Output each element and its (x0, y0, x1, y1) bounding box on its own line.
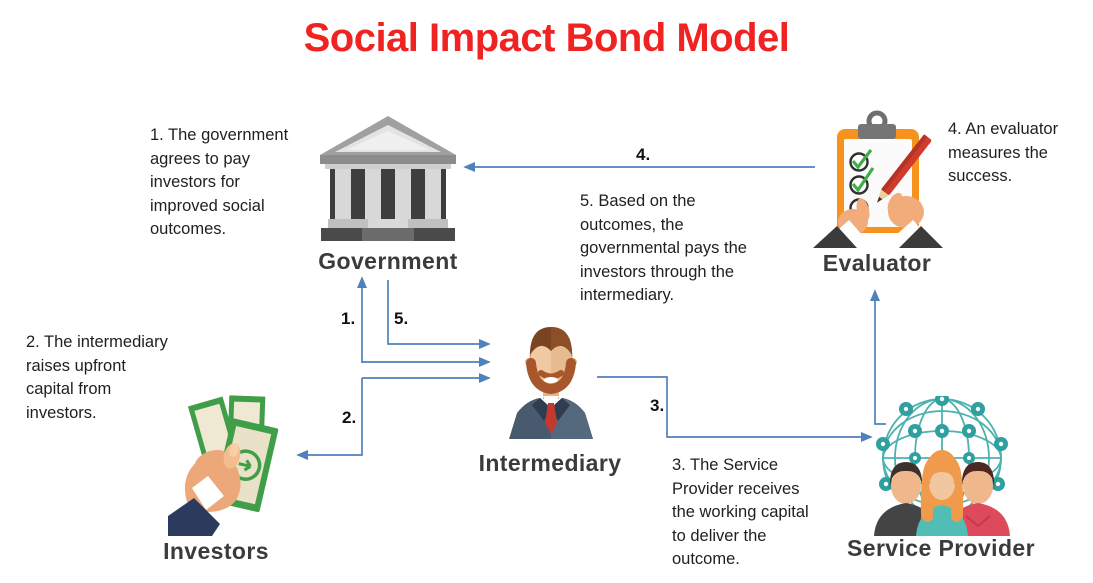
step-5-note: 5. Based on the outcomes, the government… (580, 190, 747, 308)
text-line: outcomes. (150, 220, 227, 238)
text-line: to deliver the (672, 526, 767, 545)
text-line: investors. (26, 403, 97, 422)
step-2-note: 2. The intermediary raises upfront capit… (26, 331, 168, 425)
diagram-title: Social Impact Bond Model (303, 16, 790, 60)
businessman-icon (509, 327, 593, 439)
text-line: measures the (948, 143, 1048, 162)
arrow-3-intermediary-to-service-provider (597, 376, 873, 443)
text-line: 3. The Service (672, 456, 779, 474)
text-line: capital from (26, 380, 112, 398)
text-line: improved social (150, 196, 265, 215)
arrow-label-4: 4. (636, 145, 651, 164)
text-line: 1. The government (150, 126, 289, 144)
text-line: Provider receives (672, 479, 800, 498)
intermediary-label: Intermediary (478, 450, 622, 476)
arrow-label-3: 3. (650, 396, 665, 415)
text-line: intermediary. (580, 286, 675, 304)
evaluator-label: Evaluator (822, 250, 932, 276)
people-network-globe-icon (874, 396, 1010, 536)
text-line: investors through the (580, 262, 735, 281)
text-line: 2. The intermediary (26, 333, 168, 351)
arrow-label-5: 5. (394, 309, 409, 328)
text-line: 4. An evaluator (948, 120, 1059, 138)
clipboard-checklist-icon (813, 110, 943, 248)
step-3-note: 3. The Service Provider receives the wor… (672, 454, 809, 572)
text-line: investors for (150, 173, 240, 191)
text-line: outcome. (672, 550, 740, 568)
text-line: success. (948, 167, 1013, 185)
text-line: agrees to pay (150, 149, 250, 168)
arrow-label-2: 2. (342, 408, 357, 427)
text-line: outcomes, the (580, 215, 684, 234)
text-line: 5. Based on the (580, 192, 696, 210)
arrow-label-1: 1. (341, 309, 356, 328)
bank-building-icon (320, 116, 456, 241)
text-line: the working capital (672, 503, 809, 521)
hand-holding-money-icon (168, 395, 279, 536)
text-line: raises upfront (26, 356, 126, 375)
investors-label: Investors (163, 538, 269, 564)
step-1-note: 1. The government agrees to pay investor… (150, 124, 288, 242)
text-line: governmental pays the (580, 239, 747, 257)
government-label: Government (318, 248, 458, 274)
service-provider-label: Service Provider (847, 535, 1035, 561)
step-4-note: 4. An evaluator measures the success. (948, 118, 1058, 189)
